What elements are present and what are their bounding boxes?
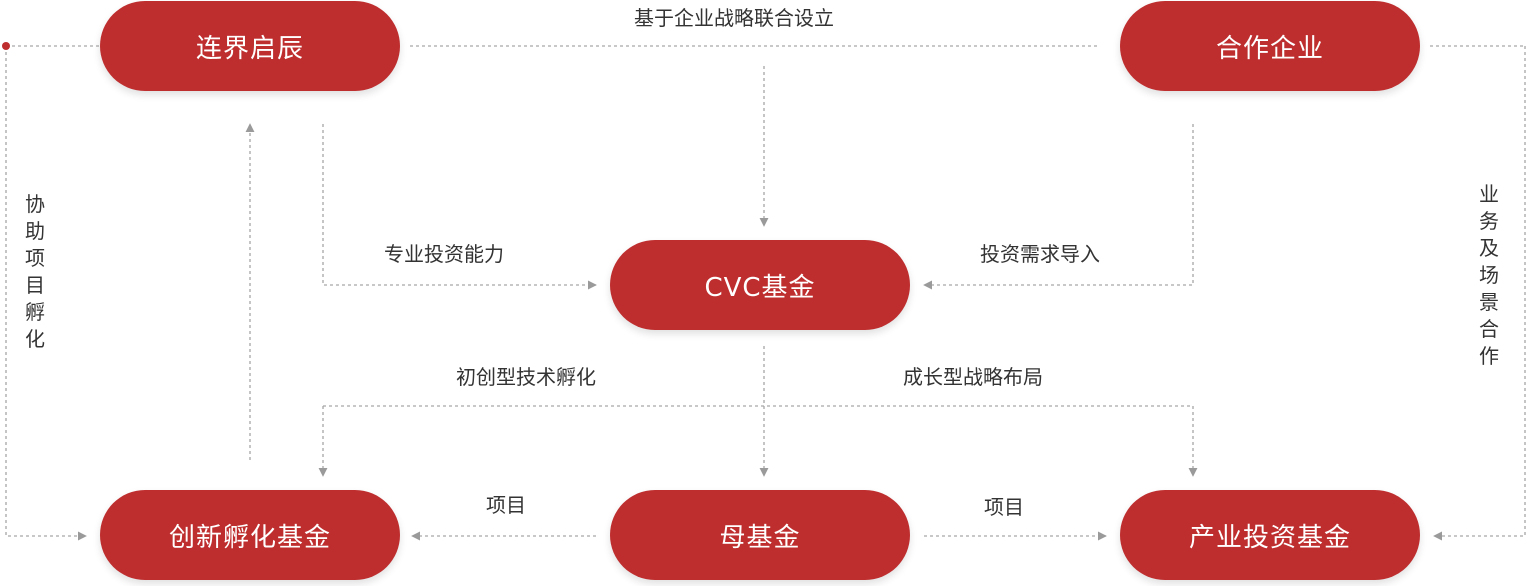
- label-early-tech: 初创型技术孵化: [456, 365, 596, 389]
- label-pro-invest: 专业投资能力: [384, 242, 504, 266]
- node-lianjie: 连界启辰: [100, 1, 400, 91]
- node-cvc: CVC基金: [610, 240, 910, 330]
- label-assist-incubation: 协助项目孵化: [25, 192, 45, 351]
- node-mother-fund: 母基金: [610, 490, 910, 580]
- start-dot: [2, 42, 10, 50]
- node-industry-fund: 产业投资基金: [1120, 490, 1420, 580]
- label-top: 基于企业战略联合设立: [634, 6, 834, 30]
- label-demand-import: 投资需求导入: [980, 242, 1100, 266]
- node-partner: 合作企业: [1120, 1, 1420, 91]
- label-growth-strategy: 成长型战略布局: [903, 365, 1043, 389]
- label-project-right: 项目: [984, 495, 1024, 519]
- label-project-left: 项目: [486, 493, 526, 517]
- line-right-vertical: [1433, 46, 1526, 541]
- line-left-vertical: [5, 46, 87, 541]
- line-lianjie-to-cvc: [322, 124, 597, 290]
- label-business-coop: 业务及场景合作: [1479, 182, 1499, 368]
- node-incubation-fund: 创新孵化基金: [100, 490, 400, 580]
